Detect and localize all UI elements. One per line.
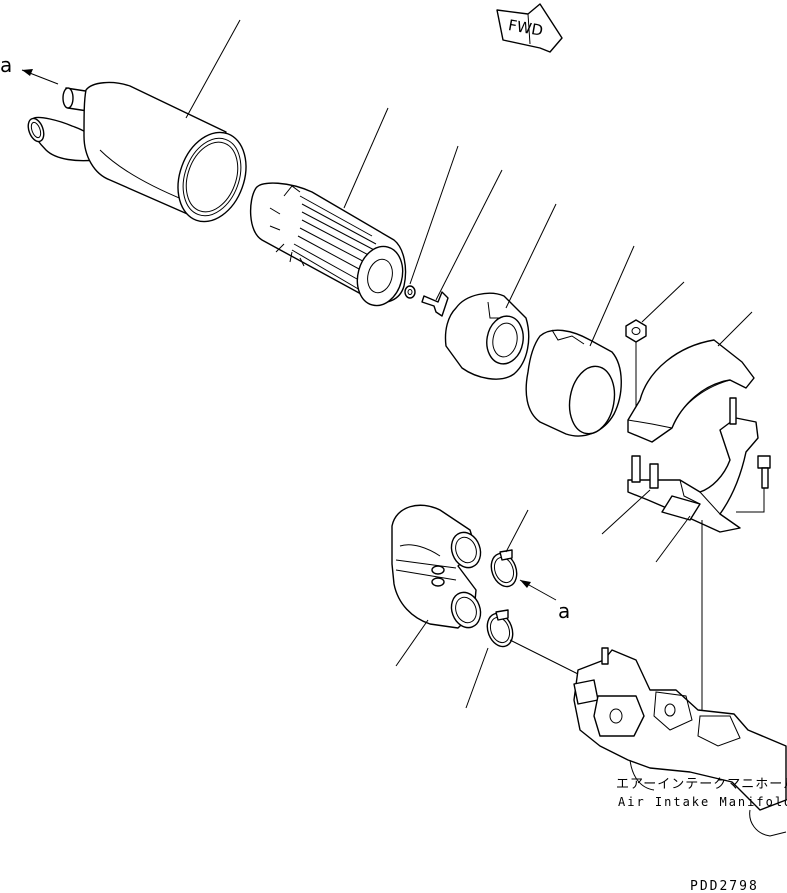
hose-clamp-upper (490, 549, 518, 588)
fwd-direction-badge: FWD (496, 3, 563, 53)
lower-bracket (627, 417, 759, 533)
drawing-code: PDD2798 (690, 879, 759, 893)
manifold-label-en: Air Intake Manifold (618, 795, 787, 809)
leader-lower-bracket-b (655, 515, 691, 563)
wing-nut (421, 291, 449, 317)
manifold-label-jp: エアーインテークマニホールド (616, 777, 787, 792)
fwd-label: FWD (507, 16, 545, 40)
bolts (631, 397, 771, 489)
leader-wing-nut (435, 169, 503, 301)
leader-hex-nut (641, 281, 685, 323)
air-cleaner-body (27, 81, 247, 223)
intake-hose (391, 504, 482, 629)
callout-a-mid-label: a (558, 599, 570, 623)
leader-intake-hose (395, 619, 429, 667)
leader-outer-cover (505, 203, 557, 309)
upper-band (627, 339, 755, 443)
leader-hose-clamp-upper (505, 509, 529, 553)
leader-upper-band (717, 311, 753, 347)
air-intake-manifold (573, 647, 787, 837)
leader-washer (409, 145, 459, 285)
hose-clamp-lower (486, 609, 514, 648)
leader-dust-cup (589, 245, 635, 347)
dust-cup (525, 329, 622, 437)
hex-nut (625, 319, 647, 343)
callout-a-top-label: a (0, 53, 12, 77)
leader-hose-clamp-lower (465, 647, 489, 709)
leader-air-cleaner-body (185, 19, 241, 119)
filter-element (249, 182, 407, 307)
callout-a-mid: a (519, 579, 570, 623)
leader-filter-element (343, 107, 389, 209)
leader-lower-bracket-a (601, 489, 651, 535)
callout-a-top: a (0, 53, 59, 85)
outer-cover (444, 292, 530, 380)
washer (404, 285, 416, 299)
